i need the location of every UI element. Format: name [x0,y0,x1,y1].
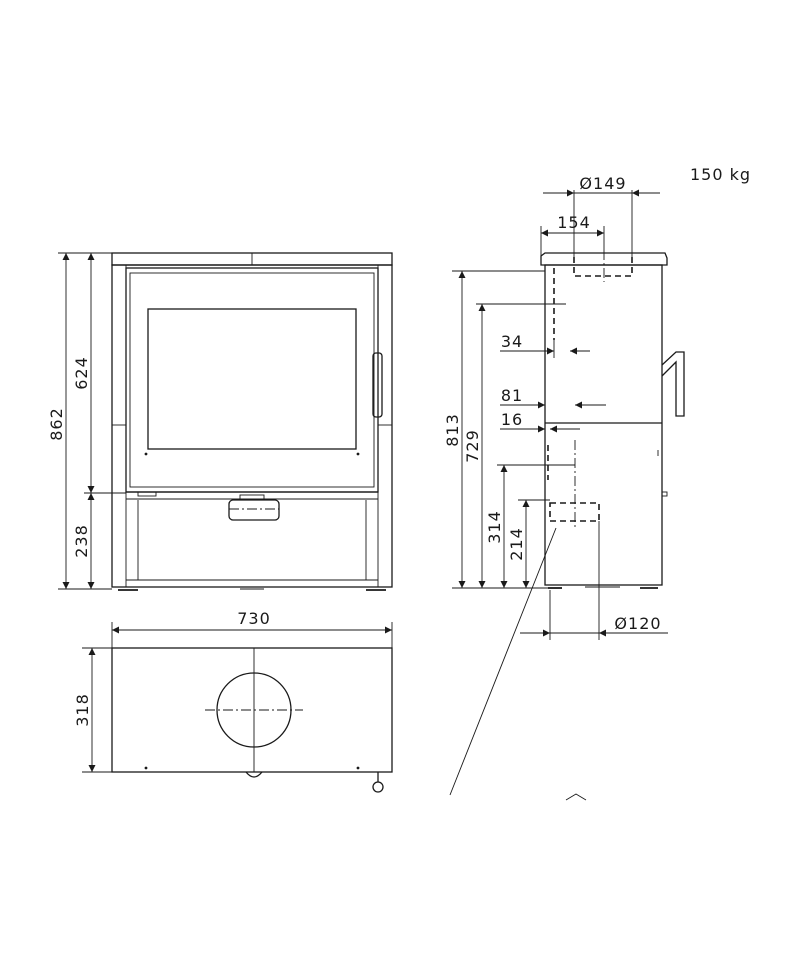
top-outline [111,647,393,773]
front-body [111,264,393,588]
top-air-knob [245,771,263,778]
side-air-inlet-hidden [549,502,600,522]
side-dimensions: Ø149 154 813 729 34 81 16 314 [443,174,668,640]
side-view [449,250,685,801]
dim-214-label: 214 [507,527,526,561]
front-door [125,267,379,493]
front-view [111,252,393,591]
front-glass [147,308,357,450]
dim-813-label: 813 [443,413,462,447]
dim-730-label: 730 [237,609,271,628]
dim-318-label: 318 [73,693,92,727]
front-door-screw-right [356,452,360,456]
dim-314-label: 314 [485,510,504,544]
front-dimensions: 862 624 238 [47,252,126,590]
top-handle-knob [372,781,384,793]
dim-16-label: 16 [501,410,523,429]
front-vent-left [137,491,157,497]
dim-120-label: Ø120 [614,614,661,633]
caret-mark [565,793,587,801]
top-view [111,647,393,793]
dim-34-label: 34 [501,332,523,351]
dim-729-label: 729 [463,429,482,463]
dim-81-label: 81 [501,386,523,405]
top-dimensions: 730 318 [73,609,393,773]
dim-624-label: 624 [72,356,91,390]
side-flue-outlet-hidden [573,257,633,277]
front-door-handle [372,352,383,418]
dim-149-label: Ø149 [579,174,626,193]
weight-label: 150 kg [690,165,751,184]
side-body [544,264,663,586]
front-air-inlet [228,499,280,521]
air-inlet-leader [449,527,557,796]
dim-154-label: 154 [557,213,591,232]
side-handle [661,351,685,417]
dim-238-label: 238 [72,524,91,558]
front-door-screw-left [144,452,148,456]
dim-862-label: 862 [47,407,66,441]
front-door-inner [129,272,375,488]
